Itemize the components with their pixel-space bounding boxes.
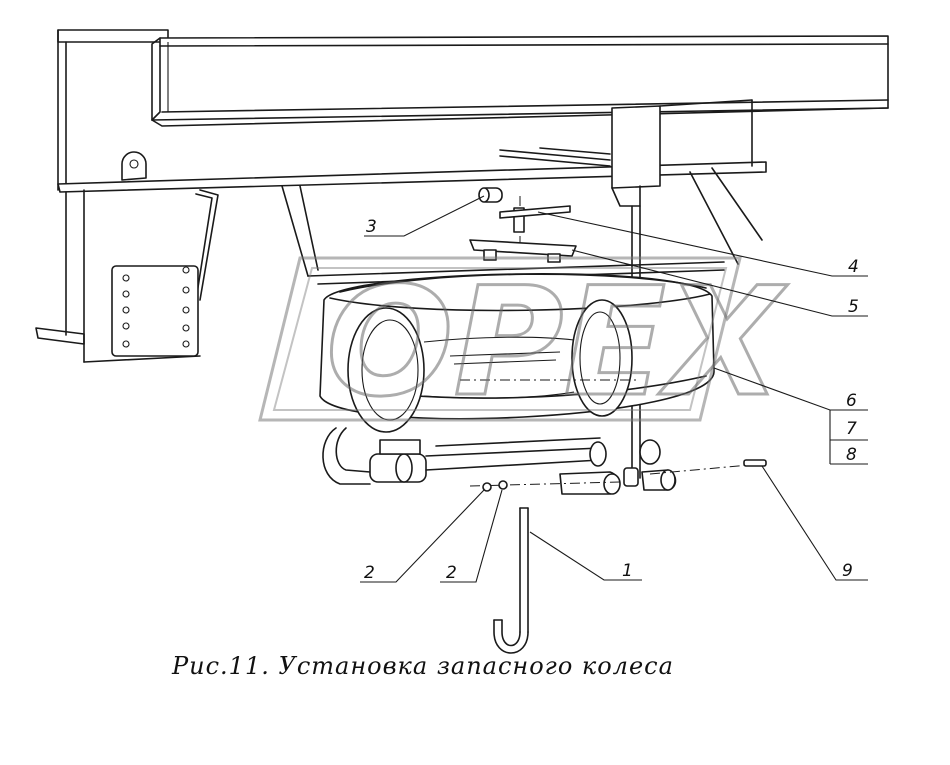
- part-4-plate: [499, 205, 571, 233]
- frame-hook: [121, 151, 147, 181]
- callout-2-right: 2: [446, 563, 457, 583]
- part-2-nuts: [482, 480, 508, 492]
- spare-wheel: [319, 273, 715, 433]
- callout-7: 7: [846, 419, 857, 439]
- part-1-j-bolt: [493, 507, 529, 654]
- lower-tube-carrier: [322, 427, 677, 495]
- callout-1: 1: [622, 561, 633, 581]
- callout-8: 8: [846, 445, 857, 465]
- watermark-text: OPEX: [326, 256, 788, 430]
- figure-caption: Рис.11. Установка запасного колеса: [172, 652, 674, 680]
- callout-3: 3: [366, 217, 377, 237]
- part-3-latch: [478, 187, 503, 203]
- callout-2-left: 2: [364, 563, 375, 583]
- mounting-plate: [111, 265, 199, 357]
- callout-5: 5: [848, 297, 859, 317]
- callout-6: 6: [846, 391, 857, 411]
- callout-9: 9: [842, 561, 853, 581]
- leader-lines: [360, 195, 868, 583]
- part-9-pin: [743, 459, 767, 467]
- callout-numbers: 3 4 5 6 7 8 9 1 2 2: [364, 217, 859, 583]
- frame-cross-member: [35, 161, 767, 363]
- callout-4: 4: [848, 257, 859, 277]
- watermark: OPEX: [258, 255, 789, 432]
